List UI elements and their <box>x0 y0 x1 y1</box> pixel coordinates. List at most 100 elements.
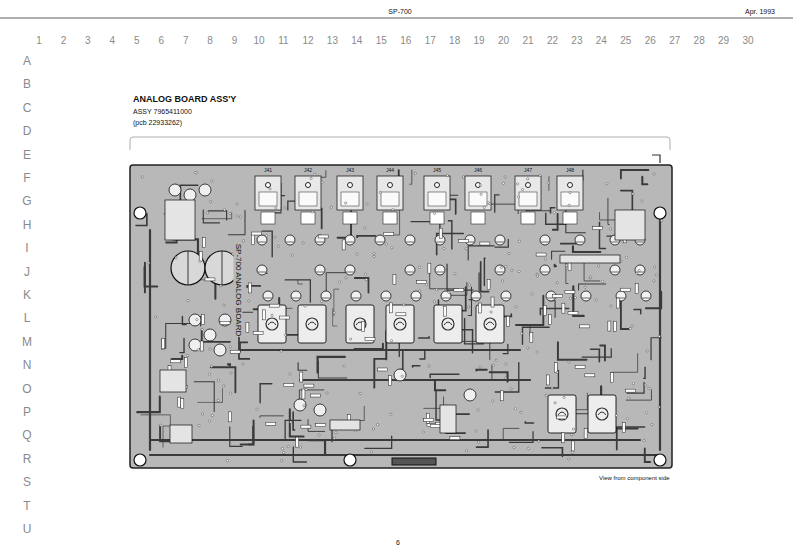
grid-column-number: 11 <box>278 35 288 46</box>
connector-label: J43 <box>345 168 355 174</box>
grid-column-number: 10 <box>253 35 264 46</box>
pcb-artwork <box>258 272 266 273</box>
pcb-artwork <box>448 291 450 293</box>
pcb-artwork <box>304 384 314 387</box>
pcb-artwork <box>543 305 546 315</box>
pcb-artwork <box>659 220 661 450</box>
pcb-artwork <box>531 293 533 295</box>
pcb-artwork <box>302 242 304 244</box>
assembly-number: ASSY 7965411000 <box>133 108 192 116</box>
pcb-artwork <box>315 265 325 275</box>
pcb-artwork <box>465 248 467 250</box>
pcb-artwork <box>548 395 576 433</box>
pcb-artwork <box>483 206 485 208</box>
grid-column-number: 3 <box>85 35 91 46</box>
pcb-artwork <box>553 211 555 213</box>
pcb-artwork <box>417 281 427 284</box>
pcb-artwork <box>207 212 209 214</box>
pcb-artwork <box>563 396 565 398</box>
pcb-artwork <box>229 212 231 214</box>
grid-row-letter: J <box>24 266 30 279</box>
pcb-artwork <box>491 204 518 213</box>
pcb-artwork <box>602 280 604 282</box>
pcb-artwork <box>629 327 631 329</box>
pcb-artwork <box>209 348 211 350</box>
grid-column-number: 4 <box>110 35 116 46</box>
pcb-artwork <box>608 321 611 331</box>
pcb-artwork <box>641 200 643 202</box>
pcb-artwork <box>433 212 435 214</box>
pcb-artwork <box>495 265 505 275</box>
pcb-artwork <box>271 314 273 316</box>
pcb-artwork <box>295 176 321 224</box>
pcb-artwork <box>204 329 216 341</box>
pcb-artwork <box>251 232 261 235</box>
pcb-artwork <box>389 303 392 313</box>
pcb-artwork <box>439 228 442 238</box>
pcb-artwork <box>229 392 231 394</box>
pcb-artwork <box>548 182 550 184</box>
pcb-artwork <box>628 397 630 399</box>
pcb-artwork <box>259 192 277 206</box>
pcb-artwork <box>350 338 352 340</box>
pcb-artwork <box>617 427 645 450</box>
pcb-artwork <box>495 359 497 361</box>
pcb-artwork <box>443 247 445 249</box>
pcb-artwork <box>184 189 196 201</box>
pcb-artwork <box>373 252 375 254</box>
pcb-artwork <box>611 373 614 383</box>
pcb-artwork <box>641 291 651 301</box>
pcb-artwork <box>316 242 324 243</box>
pcb-artwork <box>148 262 150 264</box>
pcb-artwork <box>588 395 616 433</box>
pcb-artwork <box>383 212 397 224</box>
grid-column-number: 7 <box>183 35 189 46</box>
pcb-artwork <box>248 283 251 293</box>
pcb-artwork <box>634 310 641 314</box>
pcb-artwork <box>285 235 295 245</box>
pcb-artwork <box>588 395 616 433</box>
pcb-artwork <box>378 368 388 371</box>
pcb-artwork <box>492 364 494 366</box>
connector-label: J41 <box>263 168 273 174</box>
grid-column-number: 29 <box>718 35 729 46</box>
pcb-artwork <box>632 383 634 385</box>
pcb-artwork <box>194 382 214 412</box>
pcb-artwork <box>230 427 242 447</box>
grid-row-letter: A <box>23 55 31 68</box>
pcb-artwork <box>334 289 339 316</box>
pcb-artwork <box>130 165 672 468</box>
pcb-artwork <box>566 263 568 284</box>
pcb-artwork <box>306 318 318 330</box>
pcb-artwork <box>321 300 323 302</box>
pcb-artwork <box>571 434 573 436</box>
pcb-artwork <box>572 428 574 430</box>
pcb-artwork <box>392 209 394 211</box>
pcb-artwork <box>518 240 520 242</box>
pcb-artwork <box>345 235 355 245</box>
pcb-artwork <box>293 412 295 430</box>
pcb-artwork <box>388 183 393 188</box>
pcb-artwork <box>561 192 579 206</box>
pcb-artwork <box>236 215 238 217</box>
grid-row-letter: G <box>22 196 31 209</box>
pcb-artwork <box>198 389 223 403</box>
pcb-artwork <box>557 176 583 224</box>
pcb-artwork <box>220 321 230 324</box>
pcb-artwork <box>504 176 506 178</box>
pcb-artwork <box>433 301 435 303</box>
pcb-artwork <box>258 305 286 343</box>
pcb-artwork <box>268 322 276 325</box>
grid-row-letter: H <box>23 219 32 232</box>
pcb-artwork <box>352 298 360 299</box>
pcb-artwork <box>257 235 267 245</box>
pcb-artwork <box>266 422 276 425</box>
pcb-artwork <box>198 424 200 426</box>
grid-column-number: 17 <box>425 35 436 46</box>
grid-column-number: 1 <box>36 35 42 46</box>
grid-row-letter: Q <box>22 430 31 443</box>
pcb-artwork <box>593 227 603 230</box>
connector-label: J47 <box>523 168 533 174</box>
pcb-artwork <box>495 363 518 392</box>
pcb-artwork <box>434 305 462 343</box>
